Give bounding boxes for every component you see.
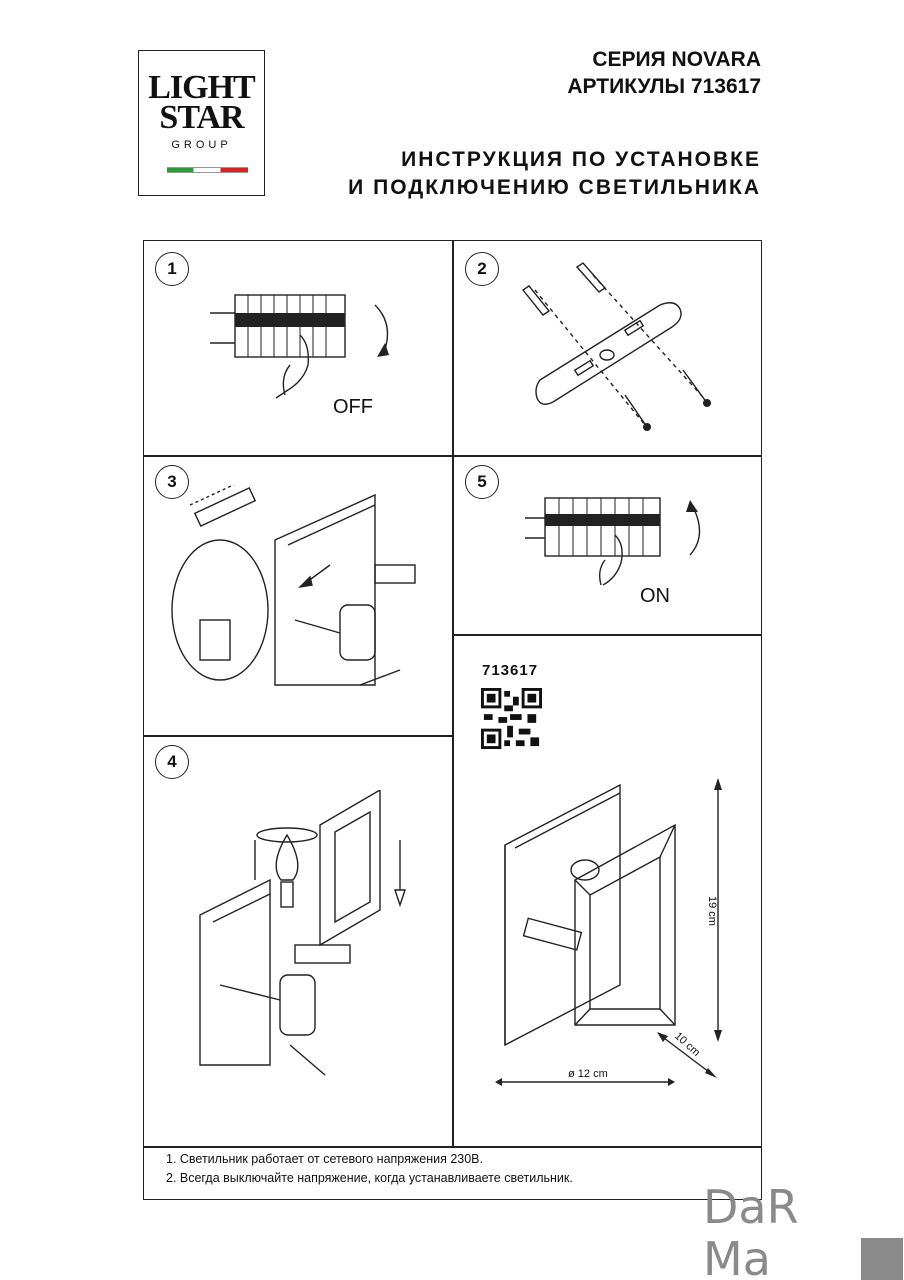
note-1: 1. Светильник работает от сетевого напря… (166, 1152, 483, 1166)
title-line2: И ПОДКЛЮЧЕНИЮ СВЕТИЛЬНИКА (348, 176, 761, 199)
on-label: ON (640, 585, 670, 607)
watermark-line2: Ma (703, 1232, 771, 1280)
off-label: OFF (333, 396, 373, 418)
article-number: АРТИКУЛЫ 713617 (567, 75, 761, 98)
grid-divider-row2-left (144, 735, 452, 737)
logo-line2: STAR (159, 99, 244, 136)
lamp-assembly-illustration (199, 790, 406, 1076)
note-2: 2. Всегда выключайте напряжение, когда у… (166, 1171, 573, 1185)
product-dimension-drawing (495, 778, 722, 1086)
grid-divider-vertical (452, 241, 454, 1146)
grid-divider-row2-right (452, 634, 761, 636)
grid-divider-row1 (144, 455, 761, 457)
series-header: СЕРИЯ NOVARA АРТИКУЛЫ 713617 (567, 46, 761, 100)
qr-code-icon (481, 688, 542, 749)
mounting-bracket-illustration (521, 262, 711, 431)
step-4-number: 4 (155, 745, 189, 779)
step-3-number: 3 (155, 465, 189, 499)
height-dimension: 19 cm (706, 896, 718, 926)
breaker-on-illustration (525, 497, 701, 586)
darma-watermark: DaR Ma (703, 1183, 903, 1280)
diameter-dimension: ø 12 cm (568, 1068, 608, 1080)
grid-divider-notes (144, 1146, 761, 1148)
logo-line1: LIGHT (148, 69, 255, 106)
title-line1: ИНСТРУКЦИЯ ПО УСТАНОВКЕ (401, 148, 761, 171)
breaker-off-illustration (210, 294, 389, 399)
lightstar-logo: LIGHT STAR GROUP (138, 50, 265, 196)
watermark-line1: DaR (703, 1183, 799, 1234)
wiring-connection-illustration (171, 485, 416, 686)
step-2-number: 2 (465, 252, 499, 286)
series-name: СЕРИЯ NOVARA (592, 48, 761, 71)
safety-notes: 1. Светильник работает от сетевого напря… (166, 1150, 573, 1188)
document-title: ИНСТРУКЦИЯ ПО УСТАНОВКЕ И ПОДКЛЮЧЕНИЮ СВ… (348, 146, 761, 202)
italian-flag-stripe (167, 167, 248, 173)
step-1-number: 1 (155, 252, 189, 286)
logo-line3: GROUP (171, 139, 232, 151)
product-code: 713617 (482, 662, 539, 679)
step-5-number: 5 (465, 465, 499, 499)
watermark-square (861, 1238, 903, 1280)
instruction-grid (143, 240, 762, 1200)
